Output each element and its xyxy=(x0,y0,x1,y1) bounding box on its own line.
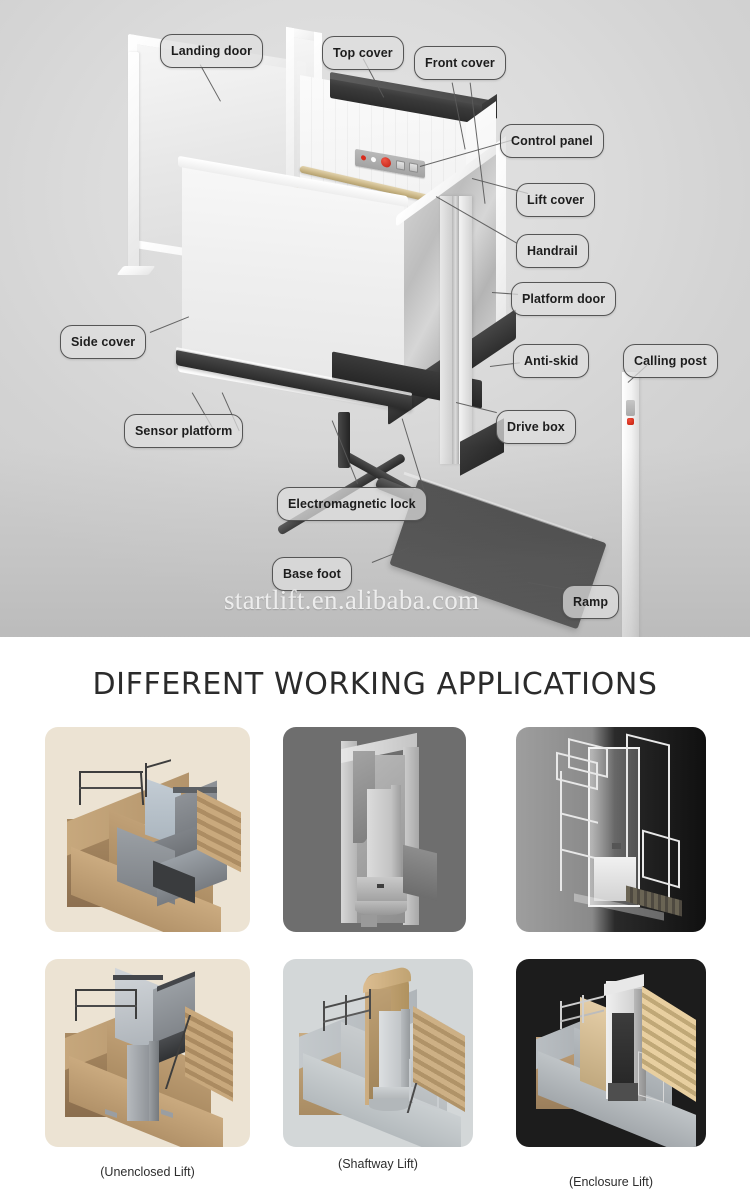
callout-label: Front cover xyxy=(425,56,495,70)
floor-shadow xyxy=(0,447,750,637)
callout-drive-box[interactable]: Drive box xyxy=(496,410,576,444)
callout-top-cover[interactable]: Top cover xyxy=(322,36,404,70)
application-tile-unenclosed-b[interactable] xyxy=(45,959,250,1147)
caption-enclosure-lift: (Enclosure Lift) xyxy=(568,1175,654,1189)
callout-sensor-platform[interactable]: Sensor platform xyxy=(124,414,244,448)
indicator-light-red xyxy=(361,154,366,161)
landing-door-foot xyxy=(116,266,156,275)
application-tile-enclosure-a[interactable] xyxy=(516,727,706,932)
callout-front-cover[interactable]: Front cover xyxy=(414,46,506,80)
callout-label: Side cover xyxy=(71,335,136,349)
scene-enclosure-a xyxy=(516,727,706,932)
callout-label: Control panel xyxy=(511,134,593,148)
watermark: startlift.en.alibaba.com xyxy=(224,585,480,615)
calling-post-part xyxy=(622,372,639,637)
callout-anti-skid[interactable]: Anti-skid xyxy=(513,344,590,378)
callout-label: Anti-skid xyxy=(524,354,579,368)
scene-unenclosed-a xyxy=(45,727,250,932)
callout-label: Sensor platform xyxy=(135,424,233,438)
callout-label: Calling post xyxy=(634,354,707,368)
callout-control-panel[interactable]: Control panel xyxy=(500,124,604,158)
scene-shaftway-b xyxy=(283,959,473,1147)
callout-label: Top cover xyxy=(333,46,393,60)
scene-shaftway-a xyxy=(283,727,466,932)
application-tile-unenclosed-a[interactable] xyxy=(45,727,250,932)
callout-base-foot[interactable]: Base foot xyxy=(272,557,352,591)
callout-lift-cover[interactable]: Lift cover xyxy=(516,183,596,217)
callout-handrail[interactable]: Handrail xyxy=(516,234,589,268)
emergency-stop-button[interactable] xyxy=(381,156,391,169)
callout-landing-door[interactable]: Landing door xyxy=(160,34,264,68)
drive-box-rail xyxy=(452,196,459,464)
calling-post-panel[interactable] xyxy=(626,400,635,416)
control-button-down[interactable] xyxy=(409,162,418,173)
callout-label: Drive box xyxy=(507,420,565,434)
scene-enclosure-b xyxy=(516,959,706,1147)
caption-shaftway-lift: (Shaftway Lift) xyxy=(338,1157,418,1171)
product-diagram-photo: Landing door Top cover Front cover Contr… xyxy=(0,0,750,637)
landing-door-post xyxy=(128,52,139,270)
callout-label: Base foot xyxy=(283,567,341,581)
electromagnetic-lock-part xyxy=(338,412,350,468)
scene-unenclosed-b xyxy=(45,959,250,1147)
page-title: DIFFERENT WORKING APPLICATIONS xyxy=(92,667,658,702)
callout-platform-door[interactable]: Platform door xyxy=(511,282,617,316)
callout-electromagnetic-lock[interactable]: Electromagnetic lock xyxy=(277,487,427,521)
callout-label: Electromagnetic lock xyxy=(288,497,416,511)
caption-unenclosed-lift: (Unenclosed Lift) xyxy=(100,1165,195,1179)
callout-label: Lift cover xyxy=(527,193,585,207)
callout-label: Handrail xyxy=(527,244,578,258)
applications-section: DIFFERENT WORKING APPLICATIONS xyxy=(0,637,750,1200)
callout-calling-post[interactable]: Calling post xyxy=(623,344,718,378)
indicator-light-white xyxy=(371,156,376,163)
application-tile-enclosure-b[interactable] xyxy=(516,959,706,1147)
callout-label: Platform door xyxy=(522,292,606,306)
callout-side-cover[interactable]: Side cover xyxy=(60,325,147,359)
callout-ramp[interactable]: Ramp xyxy=(562,585,620,619)
control-button-up[interactable] xyxy=(396,160,405,171)
application-tile-shaftway-b[interactable] xyxy=(283,959,473,1147)
callout-label: Landing door xyxy=(171,44,253,58)
callout-label: Ramp xyxy=(573,595,609,609)
calling-post-button[interactable] xyxy=(627,418,634,425)
application-tile-shaftway-a[interactable] xyxy=(283,727,466,932)
